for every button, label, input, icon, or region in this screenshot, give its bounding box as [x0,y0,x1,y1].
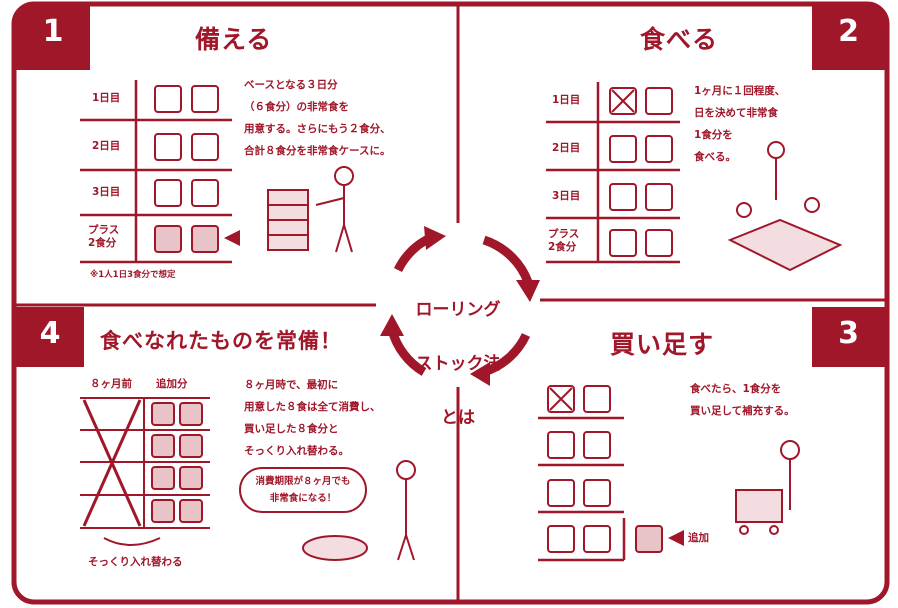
panel1-row-label: 2日目 [92,140,121,152]
panel1-food-packs [154,85,219,253]
panel-3-number: 3 [838,316,859,351]
panel2-food-packs [609,87,673,257]
panel1-shelves [80,80,232,264]
panel1-row-label: 3日目 [92,186,121,198]
panel4-curry-and-person [302,460,416,561]
panel1-footnote: ※1人1日3食分で想定 [90,270,176,280]
panel-2-number: 2 [838,14,859,49]
panel-2-title: 食べる [640,25,719,54]
panel2-description: 1ヶ月に１回程度、 日を決めて非常食 1食分を 食べる。 [694,85,786,163]
panel2-row-label: 3日目 [552,190,581,202]
panel1-person-with-boxes [267,166,354,253]
panel3-arrow [668,530,684,546]
panel4-description: ８ヶ月時で、最初に 用意した８食は全て消費し、 買い足した８食分と そっくり入れ… [244,379,381,457]
center-circle-bg [376,223,540,387]
panel3-description: 食べたら、1食分を 買い足して補充する。 [690,383,795,417]
panel1-row-label: 1日目 [92,92,121,104]
badge-4 [16,307,84,367]
panel2-shelves [546,82,680,264]
panel4-speech-bubble [239,467,367,513]
panel2-row-label: 1日目 [552,94,581,106]
center-title: ローリング ストック法 とは [394,270,522,459]
panel-4-title: 食べなれたものを常備！ [100,329,342,353]
panel3-family-shopping [735,440,800,535]
panel-3-title: 買い足す [610,330,715,359]
cycle-arrowhead-3 [470,362,490,386]
panel4-grid [80,397,210,529]
panel1-row-label: プラス 2食分 [88,224,120,249]
center-title-line: ローリング [415,300,501,320]
outer-frame [11,1,890,605]
panel1-arrow [224,230,240,246]
panel-4-number: 4 [39,316,61,351]
panel4-col-added: 追加分 [156,378,188,390]
panel-1-number: 1 [42,14,64,49]
cycle-arrowhead-1 [424,226,446,250]
center-title-line: ストック法 [415,354,501,374]
panel4-added-packs [151,402,203,523]
panel3-add-label: 追加 [688,532,709,544]
panel2-row-label: プラス 2食分 [548,228,580,253]
panel4-col-before: ８ヶ月前 [90,378,132,390]
cycle-arrowhead-2 [516,280,540,302]
panel3-food-packs [547,385,663,553]
panel4-swap-arrow [103,537,161,546]
center-title-line: とは [441,408,475,428]
panel4-bubble-text: 消費期限が８ヶ月でも 非常食になる！ [255,476,351,504]
badge-1 [16,6,90,70]
panel2-family-eating [727,141,843,272]
panel2-row-label: 2日目 [552,142,581,154]
badge-2 [812,6,885,70]
panel1-description: ベースとなる３日分 （６食分）の非常食を 用意する。さらにもう２食分、 合計８食… [244,79,391,157]
cycle-arc-2 [482,235,533,284]
badge-3 [812,307,885,367]
cycle-arrowhead-4 [380,314,404,336]
panel3-shelves [538,416,626,562]
panel4-swap-label: そっくり入れ替わる [88,556,183,568]
panel-1-title: 備える [195,25,273,54]
